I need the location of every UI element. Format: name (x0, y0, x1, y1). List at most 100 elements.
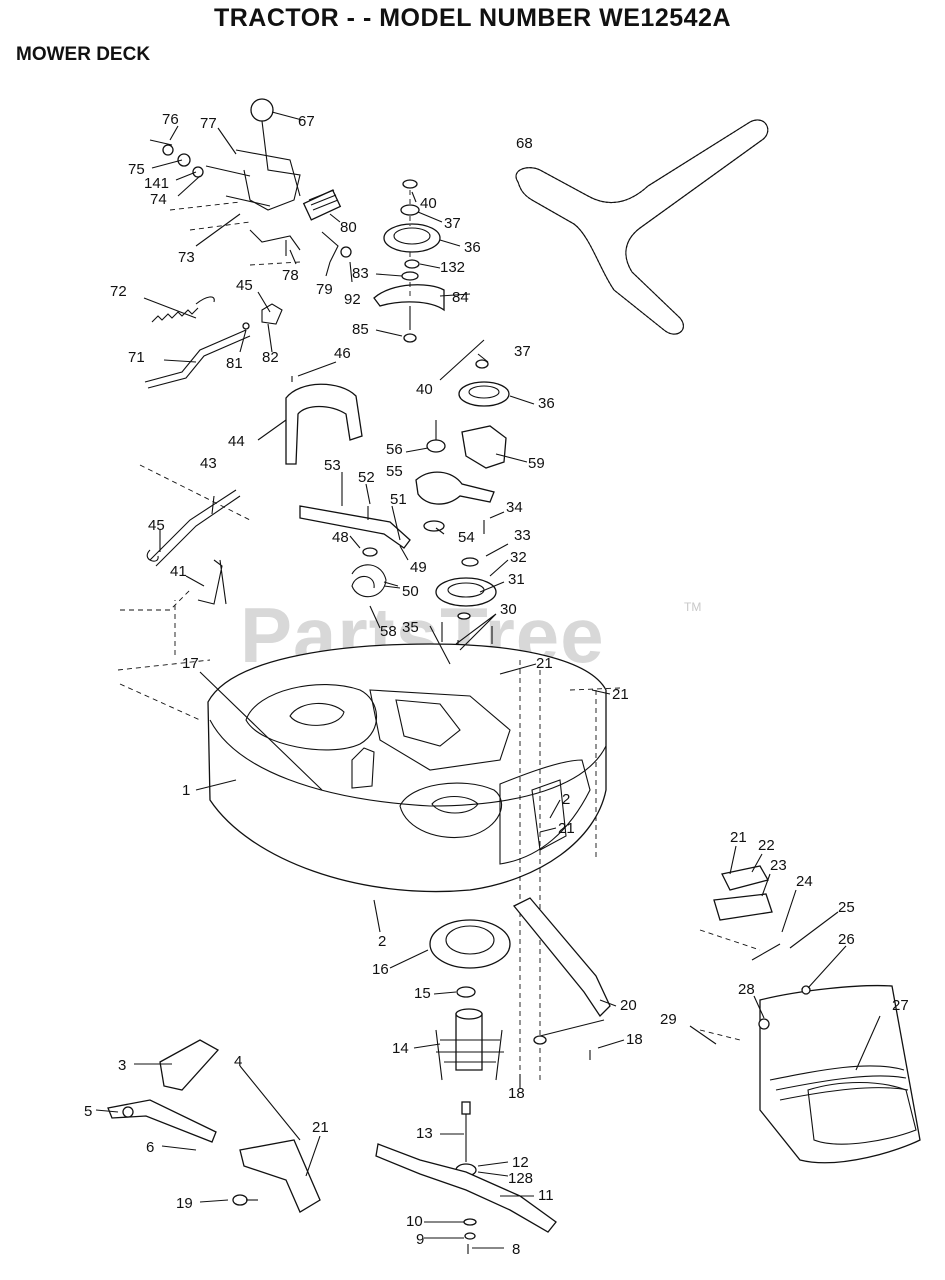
callout-128: 128 (508, 1170, 533, 1187)
idler-bracket-drawing (285, 359, 510, 664)
callout-46: 46 (334, 345, 351, 362)
section-title: MOWER DECK (16, 44, 151, 65)
callout-55: 55 (386, 463, 403, 480)
callout-20: 20 (620, 997, 637, 1014)
callout-21: 21 (536, 655, 553, 672)
callout-72: 72 (110, 283, 127, 300)
callout-54: 54 (458, 529, 475, 546)
drive-belt-drawing (515, 119, 769, 335)
callout-71: 71 (128, 349, 145, 366)
callout-52: 52 (358, 469, 375, 486)
callout-50: 50 (402, 583, 419, 600)
callout-36: 36 (538, 395, 555, 412)
callout-81: 81 (226, 355, 243, 372)
callout-77: 77 (200, 115, 217, 132)
callout-53: 53 (324, 457, 341, 474)
callout-82: 82 (262, 349, 279, 366)
callout-41: 41 (170, 563, 187, 580)
callout-labels: 1 2 2 3 4 5 6 8 9 10 11 12 128 13 14 15 … (84, 111, 909, 1258)
callout-75: 75 (128, 161, 145, 178)
callout-51: 51 (390, 491, 407, 508)
callout-18: 18 (508, 1085, 525, 1102)
callout-4: 4 (234, 1053, 242, 1070)
callout-leaders (95, 111, 881, 1249)
callout-59: 59 (528, 455, 545, 472)
callout-8: 8 (512, 1241, 520, 1258)
callout-17: 17 (182, 655, 199, 672)
blade-drawing (375, 1101, 557, 1254)
callout-33: 33 (514, 527, 531, 544)
callout-40: 40 (420, 195, 437, 212)
deck-housing-drawing (117, 643, 621, 1080)
callout-6: 6 (146, 1139, 154, 1156)
callout-9: 9 (416, 1231, 424, 1248)
callout-5: 5 (84, 1103, 92, 1120)
callout-83: 83 (352, 265, 369, 282)
callout-84: 84 (452, 289, 469, 306)
callout-28: 28 (738, 981, 755, 998)
callout-74: 74 (150, 191, 167, 208)
callout-45: 45 (236, 277, 253, 294)
callout-31: 31 (508, 571, 525, 588)
callout-29: 29 (660, 1011, 677, 1028)
callout-21: 21 (558, 820, 575, 837)
callout-13: 13 (416, 1125, 433, 1142)
callout-2: 2 (562, 791, 570, 808)
callout-35: 35 (402, 619, 419, 636)
discharge-chute-drawing (699, 865, 921, 1164)
callout-14: 14 (392, 1040, 409, 1057)
callout-24: 24 (796, 873, 813, 890)
callout-3: 3 (118, 1057, 126, 1074)
callout-80: 80 (340, 219, 357, 236)
callout-49: 49 (410, 559, 427, 576)
callout-27: 27 (892, 997, 909, 1014)
callout-23: 23 (770, 857, 787, 874)
callout-48: 48 (332, 529, 349, 546)
callout-15: 15 (414, 985, 431, 1002)
callout-67: 67 (298, 113, 315, 130)
callout-1: 1 (182, 782, 190, 799)
callout-32: 32 (510, 549, 527, 566)
callout-34: 34 (506, 499, 523, 516)
callout-56: 56 (386, 441, 403, 458)
callout-36: 36 (464, 239, 481, 256)
callout-85: 85 (352, 321, 369, 338)
callout-45: 45 (148, 517, 165, 534)
lift-lever-drawing (149, 98, 352, 266)
callout-21: 21 (612, 686, 629, 703)
spring-link-drawing (120, 296, 283, 655)
callout-30: 30 (500, 601, 517, 618)
callout-58: 58 (380, 623, 397, 640)
callout-19: 19 (176, 1195, 193, 1212)
spindle-housing-drawing (429, 919, 511, 1081)
callout-44: 44 (228, 433, 245, 450)
callout-37: 37 (444, 215, 461, 232)
callout-68: 68 (516, 135, 533, 152)
callout-76: 76 (162, 111, 179, 128)
callout-18: 18 (626, 1031, 643, 1048)
callout-10: 10 (406, 1213, 423, 1230)
page-title: TRACTOR - - MODEL NUMBER WE12542A (213, 4, 731, 32)
stabilizer-arm-drawing (512, 897, 611, 1060)
callout-21: 21 (730, 829, 747, 846)
callout-78: 78 (282, 267, 299, 284)
callout-79: 79 (316, 281, 333, 298)
callout-22: 22 (758, 837, 775, 854)
callout-141: 141 (144, 175, 169, 192)
callout-21: 21 (312, 1119, 329, 1136)
watermark-trademark: TM (684, 600, 702, 614)
callout-11: 11 (538, 1187, 554, 1204)
callout-43: 43 (200, 455, 217, 472)
callout-40: 40 (416, 381, 433, 398)
callout-37: 37 (514, 343, 531, 360)
callout-26: 26 (838, 931, 855, 948)
deck-hanger-drawing (107, 1039, 321, 1213)
callout-92: 92 (344, 291, 361, 308)
callout-16: 16 (372, 961, 389, 978)
callout-25: 25 (838, 899, 855, 916)
callout-2: 2 (378, 933, 386, 950)
upper-idler-drawing (373, 179, 445, 343)
callout-12: 12 (512, 1154, 529, 1171)
callout-73: 73 (178, 249, 195, 266)
